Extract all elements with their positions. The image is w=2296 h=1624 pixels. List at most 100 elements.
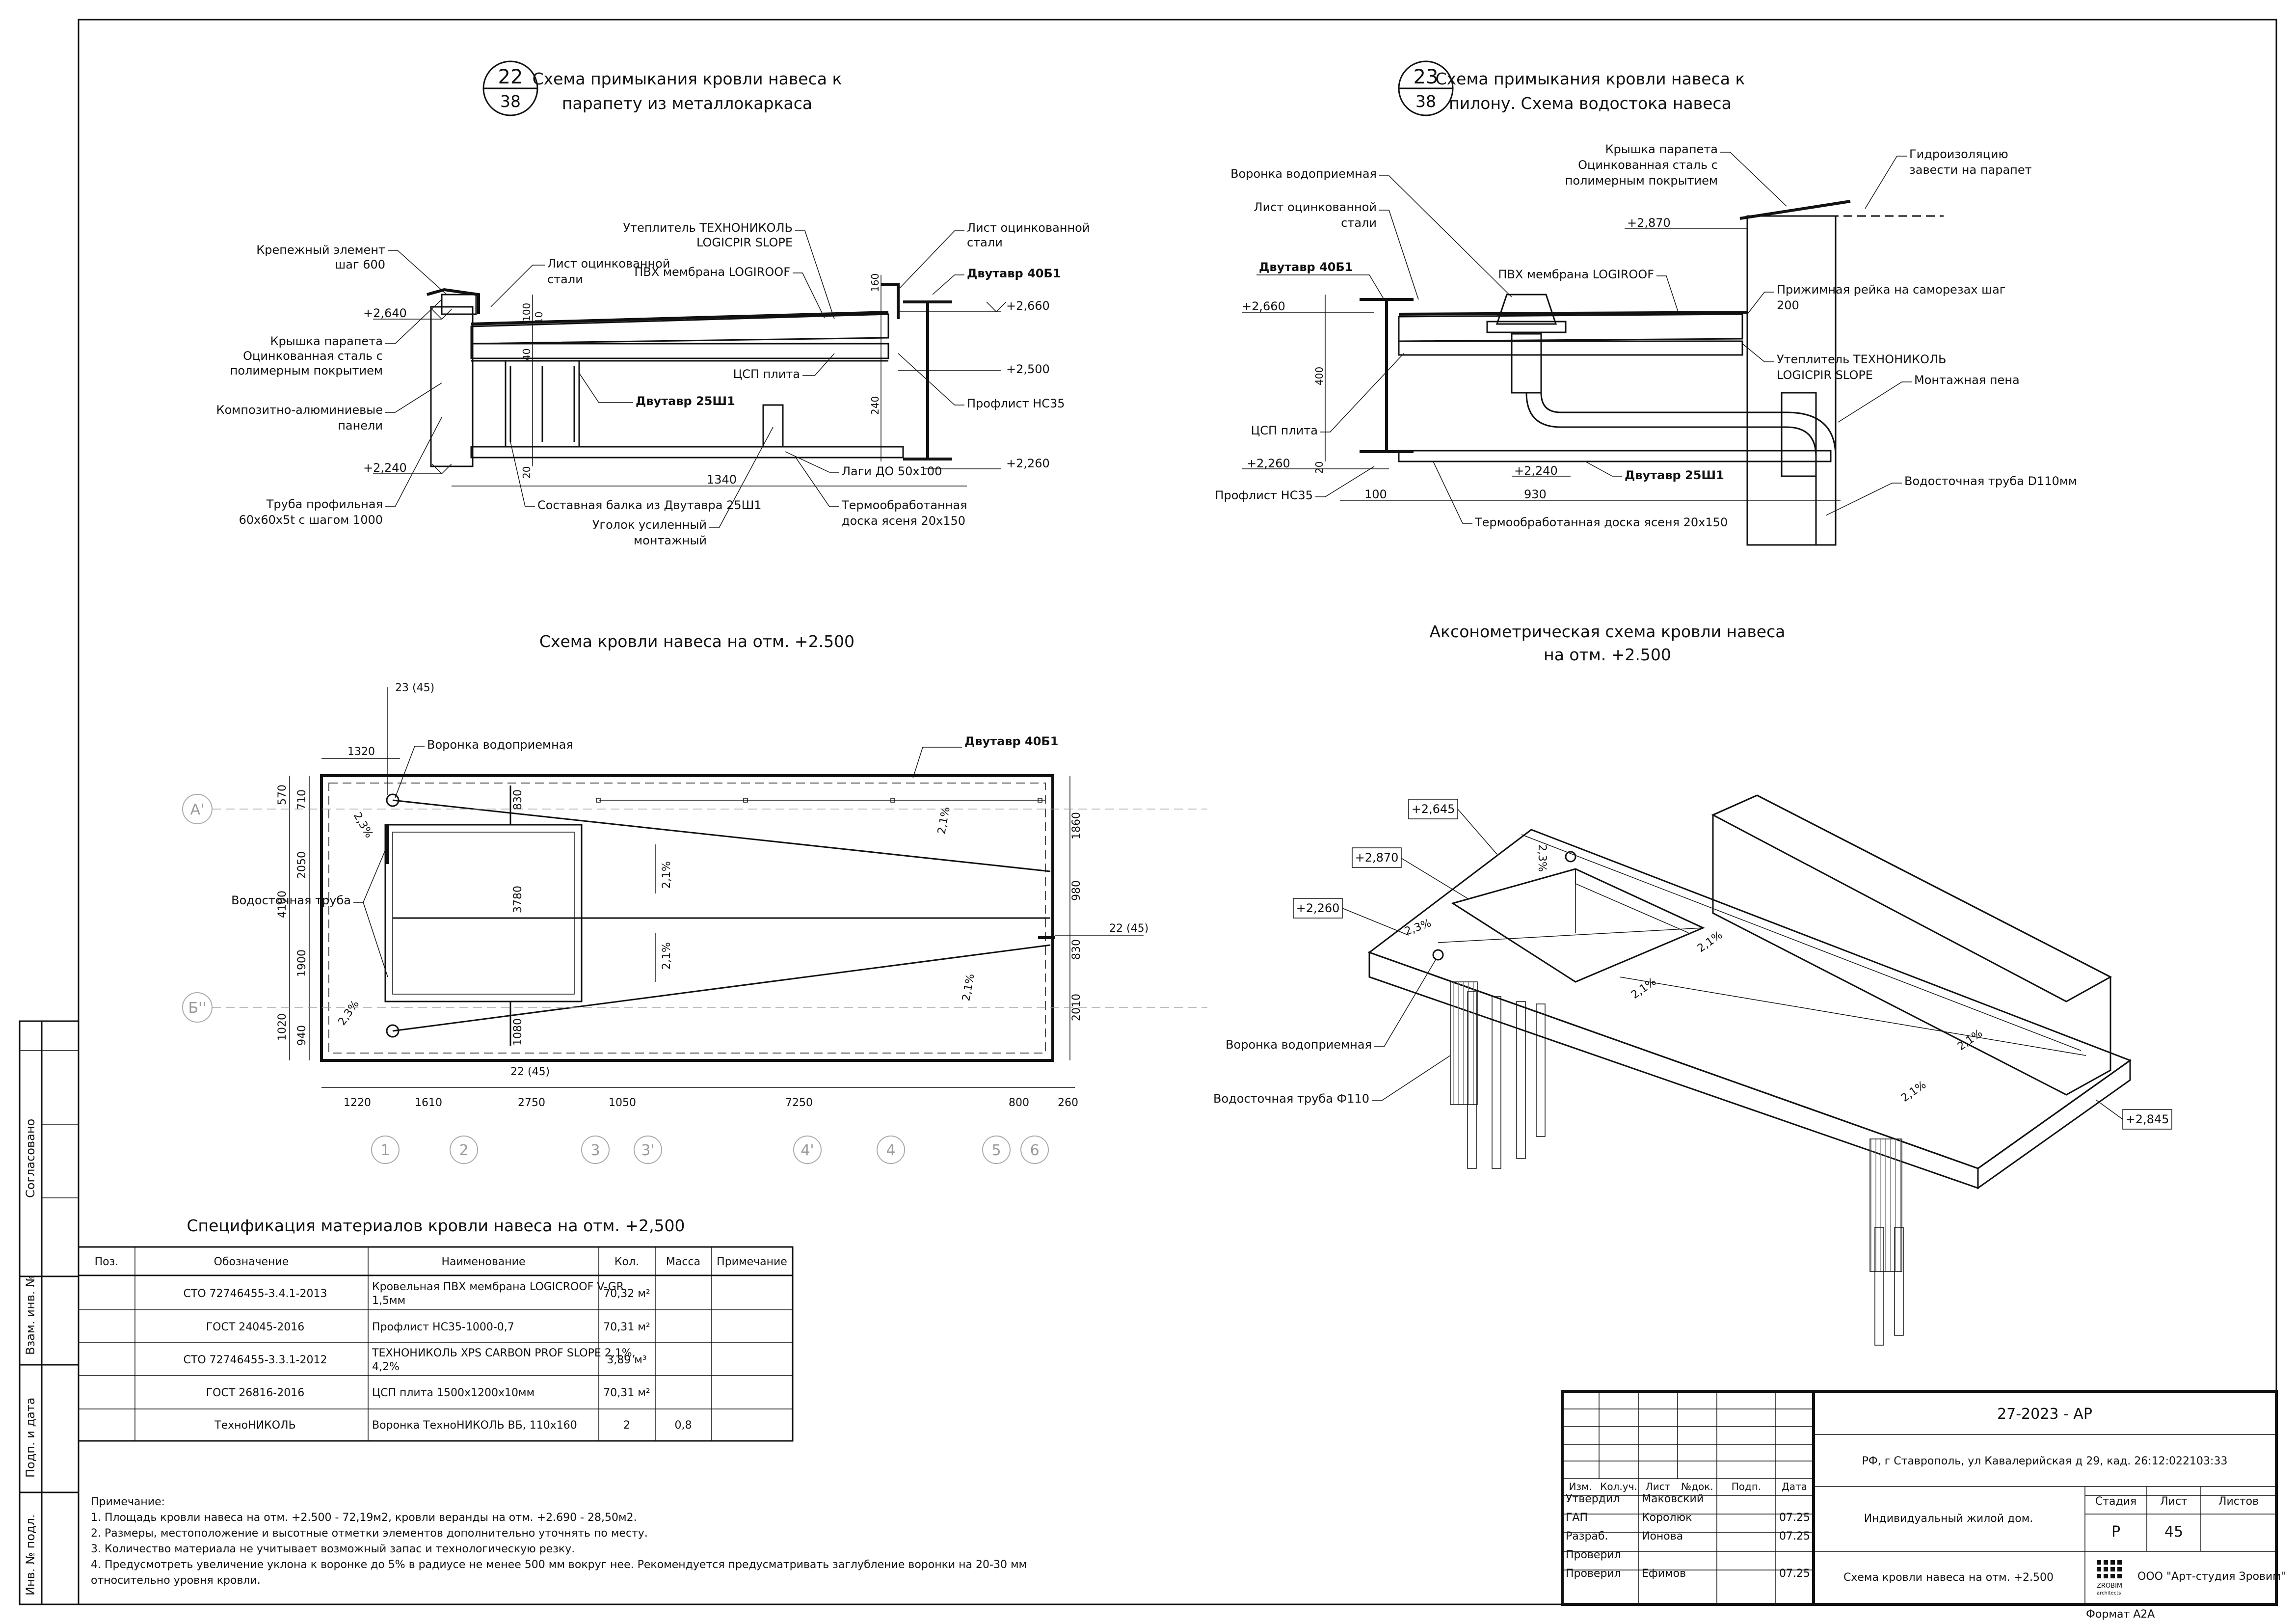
plan-dim-mid-1: 3780 [512,886,524,913]
stamp-h-doc: №док. [1681,1481,1713,1492]
logo-text: ZROBIM [2097,1582,2122,1590]
spec-h-qty: Кол. [614,1256,639,1268]
d22-pvc: ПВХ мембрана LOGIROOF [634,265,790,279]
axo-slope-4: 2,1% [1955,1027,1985,1053]
d22-thermo-1: Термообработанная [841,498,967,512]
d22-dim-10: 10 [533,312,545,324]
stamp-company: ООО "Арт-студия Зровим" [2137,1570,2286,1583]
plan-downpipe-label: Водосточная труба [231,893,351,907]
stamp-h-date: Дата [1782,1481,1807,1492]
d23-tsp: ЦСП плита [1251,424,1318,437]
plan-dim-left-i-0: 710 [296,789,308,810]
plan-dim-left-o-0: 570 [276,785,289,805]
plan-slope-2: 2,1% [935,806,952,835]
d23-funnel: Воронка водоприемная [1230,167,1377,181]
d23-dim-20: 20 [1313,461,1325,474]
axis-1: 1 [380,1142,390,1159]
plan-funnel-label: Воронка водоприемная [427,738,573,752]
d22-sheet-l-1: Лист оцинкованной [547,257,670,271]
d22-sheet-r-2: стали [967,236,1003,249]
stamp-sheets-head: Листов [2218,1495,2259,1508]
stamp-sheet-name: Схема кровли навеса на отм. +2.500 [1843,1571,2054,1584]
notes-line-3: 3. Количество материала не учитывает воз… [91,1543,575,1555]
spec-h-name: Наименование [442,1256,526,1268]
plan-slope-5: 2,1% [960,973,977,1002]
d22-mark-2660: +2,660 [1006,299,1050,313]
sheet-format: Формат А2А [2086,1608,2155,1621]
plan-slope-4: 2,1% [661,942,673,970]
notes-head: Примечание: [91,1496,165,1508]
detail-22-title-2: парапету из металлокаркаса [562,94,812,113]
stamp-code: 27-2023 - АР [1997,1406,2092,1423]
plan-dim-bottom-3: 1050 [609,1097,636,1109]
spec-title: Спецификация материалов кровли навеса на… [187,1216,685,1235]
plan-title: Схема кровли навеса на отм. +2.500 [539,632,854,651]
side-sign: Подп. и дата [24,1398,37,1478]
stamp-name-1: Королюк [1642,1512,1692,1524]
d22-mark-2240: +2,240 [363,461,407,475]
d22-composite-2: панели [338,419,383,433]
stamp-h-list: Лист [1646,1481,1671,1492]
stamp-sheet: 45 [2164,1523,2183,1541]
d22-composite-1: Композитно-алюминиевые [216,403,383,417]
stamp-role-3: Проверил [1566,1549,1621,1561]
notes-line-1: 1. Площадь кровли навеса на отм. +2.500 … [91,1512,637,1524]
spec-r0-qty: 70,32 м² [603,1288,650,1300]
spec-r0-name-1: Кровельная ПВХ мембрана LOGICROOF V-GR [372,1281,624,1293]
spec-r3-qty: 70,31 м² [603,1387,650,1399]
spec-r1-qty: 70,31 м² [603,1321,650,1333]
d22-mark-2500: +2,500 [1006,362,1050,376]
stamp-date-1: 07.25 [1779,1512,1810,1524]
d23-dim-930: 930 [1524,487,1547,501]
d22-cap-2: Оцинкованная сталь с [243,349,383,363]
axo-slope-2: 2,1% [1695,929,1725,955]
d23-beam40: Двутавр 40Б1 [1259,260,1353,274]
axis-3: 3 [590,1142,600,1159]
d23-dim-100: 100 [1364,487,1387,501]
axis-b: Б'' [188,1000,206,1017]
plan-dim-bottom-6: 260 [1058,1097,1078,1109]
detail-23: 23 38 Схема примыкания кровли навеса к п… [1215,60,2077,546]
d22-thermo-2: доска ясеня 20х150 [842,514,965,528]
company-logo: ZROBIM architects [2097,1560,2122,1596]
axis-4p: 4' [801,1142,814,1159]
d23-rail-1: Прижимная рейка на саморезах шаг [1777,283,2005,297]
stamp-h-izm: Изм. [1569,1481,1592,1492]
d22-sheet-l-2: стали [547,272,583,286]
d22-tsp: ЦСП плита [733,367,800,381]
notes-line-2: 2. Размеры, местоположение и высотные от… [91,1527,648,1540]
stamp-name-4: Ефимов [1642,1568,1686,1580]
detail-23-title-2: пилону. Схема водостока навеса [1449,94,1732,113]
axis-2: 2 [459,1142,468,1159]
spec-r4-qty: 2 [623,1419,630,1432]
plan-dim-left-i-2: 1900 [296,949,308,977]
d22-mark-2640: +2,640 [363,306,407,320]
stamp-h-sign: Подп. [1732,1481,1762,1492]
stamp-date-2: 07.25 [1779,1530,1810,1543]
axis-3p: 3' [641,1142,654,1159]
d23-cap-3: полимерным покрытием [1565,174,1718,188]
side-agreed: Согласовано [24,1119,37,1198]
d23-cap-1: Крышка парапета [1605,142,1718,156]
plan-ref-23-45: 23 (45) [395,682,434,694]
d23-cap-2: Оцинкованная сталь с [1578,158,1718,172]
detail-22-sheet: 38 [500,92,521,111]
stamp-h-kol: Кол.уч. [1600,1481,1637,1492]
spec-r2-qty: 3,89 м³ [607,1354,646,1366]
d22-fastener-2: шаг 600 [335,258,385,271]
side-stamp: Согласовано Взам. инв. № Подп. и дата Ин… [19,1020,80,1605]
axo-slope-1: 2,3% [1403,917,1433,938]
axo-mark-3: +2,845 [2126,1112,2169,1126]
plan-dim-right-2: 830 [1070,939,1083,960]
stamp-role-0: Утвердил [1566,1493,1620,1505]
d22-beam25: Двутавр 25Ш1 [636,394,735,408]
side-inv: Взам. инв. № [24,1275,37,1355]
d22-fastener-1: Крепежный элемент [256,243,385,257]
d22-profnastil: Профлист НС35 [967,397,1065,410]
plan-beam40: Двутавр 40Б1 [964,734,1058,748]
d23-thermo: Термообработанная доска ясеня 20х150 [1474,515,1728,529]
plan-dim-left-o-1: 4100 [276,891,289,918]
title-block: 27-2023 - АР РФ, г Ставрополь, ул Кавале… [1561,1390,2286,1606]
spec-r4-name-1: Воронка ТехноНИКОЛЬ ВБ, 110х160 [372,1419,577,1432]
